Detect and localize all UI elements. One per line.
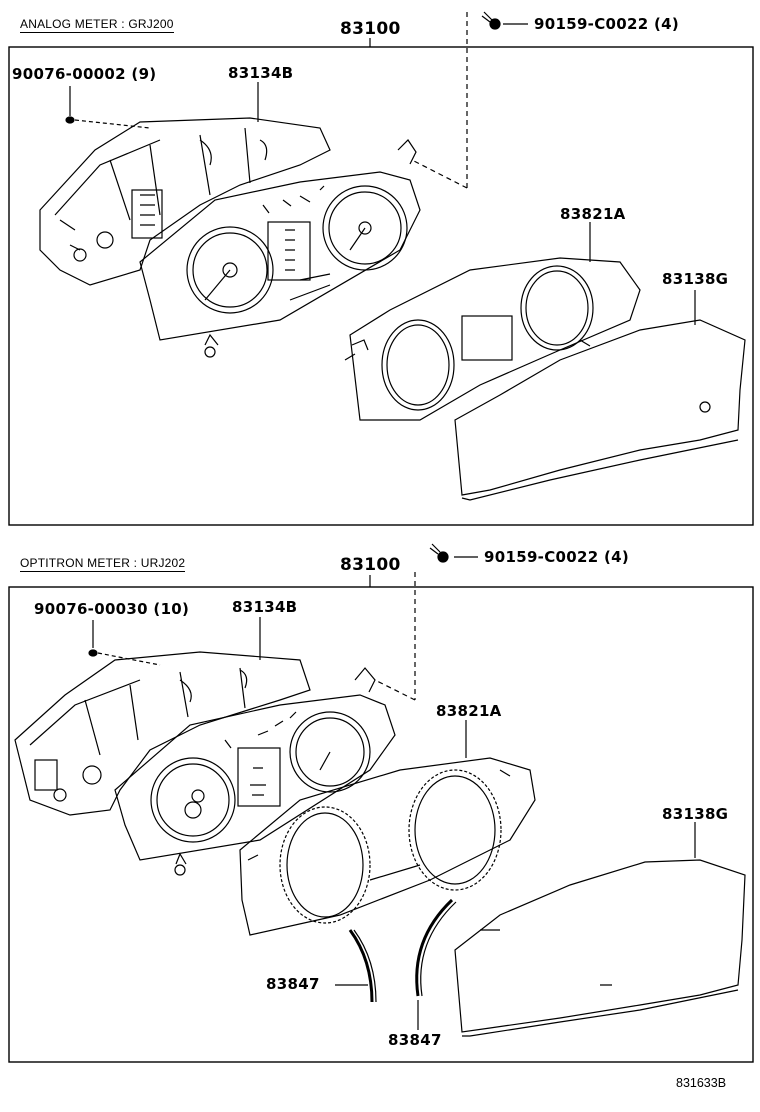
screw-icon-2 xyxy=(429,543,449,563)
glass-code-2: 83138G xyxy=(662,805,729,823)
ring-code-left: 83847 xyxy=(266,975,320,993)
screw-icon-1 xyxy=(481,11,501,30)
pin-code-1: 90076-00002 (9) xyxy=(12,65,157,83)
section2-frame xyxy=(8,586,754,1063)
meter-face-1 xyxy=(139,139,421,358)
section1-frame xyxy=(8,46,754,526)
housing-code-1: 83134B xyxy=(228,64,294,82)
plate-code-2: 83821A xyxy=(436,702,502,720)
light-ring-right xyxy=(415,898,457,1030)
meter-plate-2 xyxy=(239,720,536,936)
housing-code-2: 83134B xyxy=(232,598,298,616)
rear-housing-1 xyxy=(39,82,331,286)
meter-face-2 xyxy=(114,667,396,876)
pin-icon-1 xyxy=(65,86,151,129)
ring-code-right: 83847 xyxy=(388,1031,442,1049)
rear-housing-2 xyxy=(14,617,311,816)
section1-label: ANALOG METER : GRJ200 xyxy=(20,17,174,33)
plate-code-1: 83821A xyxy=(560,205,626,223)
glass-code-1: 83138G xyxy=(662,270,729,288)
screw-code-1: 90159-C0022 (4) xyxy=(534,15,680,33)
assembly-code-2: 83100 xyxy=(340,555,401,575)
meter-plate-1 xyxy=(344,222,641,421)
section2-label: OPTITRON METER : URJ202 xyxy=(20,556,186,572)
light-ring-left xyxy=(335,929,377,1003)
pin-code-2: 90076-00030 (10) xyxy=(34,600,190,618)
assembly-code-1: 83100 xyxy=(340,19,401,39)
screw-code-2: 90159-C0022 (4) xyxy=(484,548,630,566)
meter-glass-1 xyxy=(454,290,746,501)
meter-glass-2 xyxy=(454,822,746,1037)
illustration-code: 831633B xyxy=(676,1076,727,1090)
pin-icon-2 xyxy=(88,620,161,666)
